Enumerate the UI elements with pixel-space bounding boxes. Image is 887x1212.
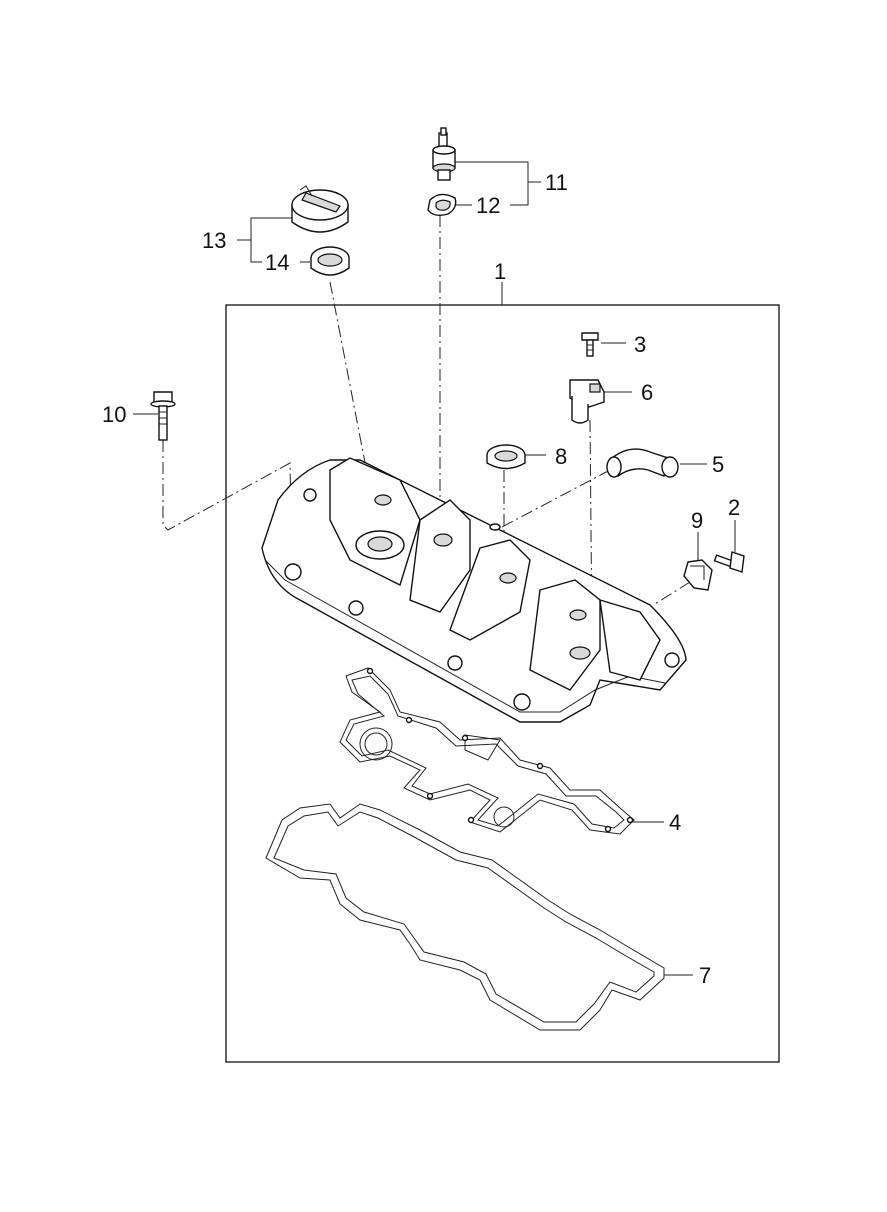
part-6-sensor: [569, 379, 605, 424]
callout-3: 3: [634, 332, 646, 357]
part-5-pcv-hose: [606, 448, 679, 478]
part-14-cap-seal: [310, 246, 350, 276]
part-10-long-bolt: [150, 391, 176, 441]
part-7-cover-gasket: [265, 803, 665, 1031]
callout-7: 7: [699, 963, 711, 988]
callout-12: 12: [476, 193, 500, 218]
callout-5: 5: [712, 452, 724, 477]
part-2-bolt: [713, 551, 745, 573]
part-11-breather-valve: [432, 127, 456, 181]
callout-2: 2: [728, 495, 740, 520]
part-8-seal: [486, 444, 526, 470]
part-3-bolt: [581, 332, 599, 357]
callout-8: 8: [555, 444, 567, 469]
part-12-o-ring: [427, 193, 457, 217]
callout-9: 9: [691, 508, 703, 533]
part-9-bracket: [683, 559, 713, 591]
leader-lines: [133, 161, 736, 976]
callout-labels: 1 2 3 4 5 6 7 8 9 10 11 12 13 14: [102, 170, 740, 988]
callout-4: 4: [669, 810, 681, 835]
part-13-oil-filler-cap: [291, 185, 349, 233]
callout-1: 1: [494, 259, 506, 284]
part-4-gasket: [339, 667, 635, 835]
callout-10: 10: [102, 402, 126, 427]
callout-6: 6: [641, 380, 653, 405]
part-1-head-cover: [261, 457, 687, 723]
callout-14: 14: [265, 250, 289, 275]
callout-11: 11: [545, 170, 568, 195]
callout-13: 13: [202, 228, 226, 253]
